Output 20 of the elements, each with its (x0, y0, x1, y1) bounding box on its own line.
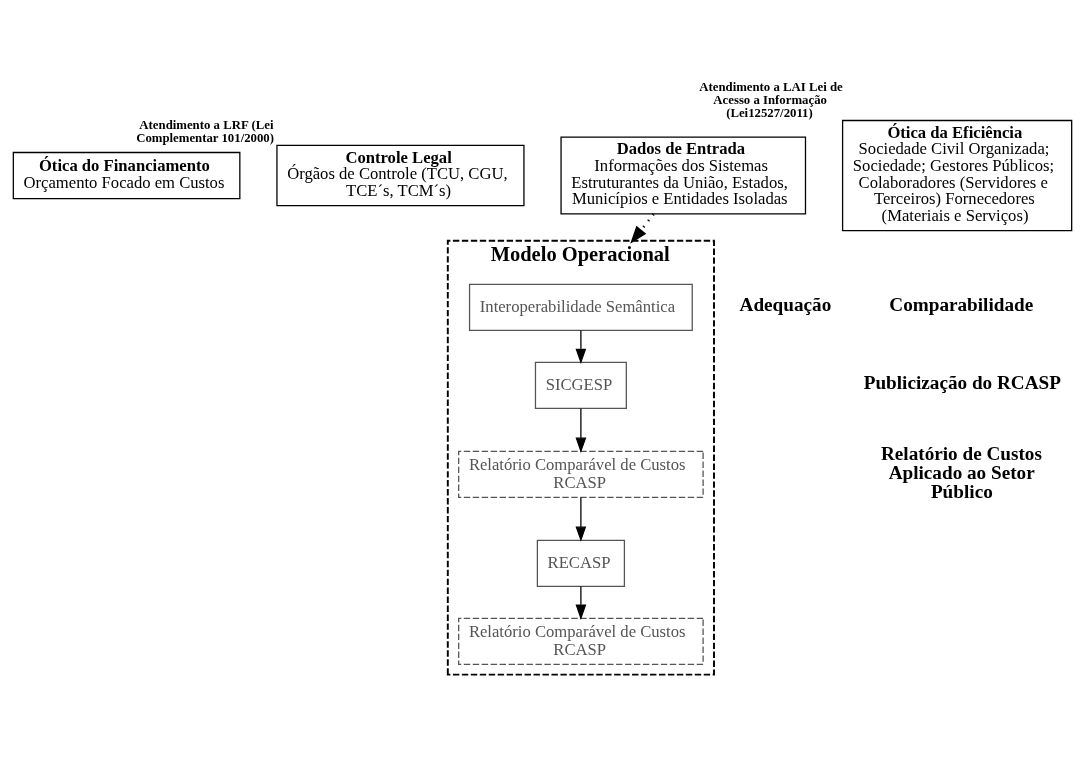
node-box: Relatório Comparável de Custos RCASP (458, 450, 704, 499)
label: Publicização do RCASP (863, 371, 1061, 393)
arrow (575, 585, 587, 620)
node-box: SICGESP (534, 361, 627, 410)
node-box: Controle Legal Órgãos de Controle (TCU, CGU, TCE´s, TCM´s) (276, 144, 525, 207)
label: Relatório de Custos Aplicado ao Setor Público (880, 442, 1042, 503)
node-label: Atendimento a LRF (Lei Complementar 101/2000) (136, 117, 275, 145)
node-box: Relatório Comparável de Custos RCASP (458, 617, 704, 666)
node-box: RECASP (536, 539, 626, 587)
arrow (630, 213, 655, 244)
arrow (575, 496, 587, 542)
label: Adequação (739, 293, 832, 315)
node-box: Ótica do Financiamento Orçamento Focado em Custos (12, 151, 241, 200)
node-label: Atendimento a LAI Lei de Acesso a Informação (Lei12527/2011) (699, 80, 843, 120)
node-box: Ótica da Eficiência Sociedade Civil Organizada; Sociedade; Gestores Públicos; Colaboradores (Servidores e Terceiros) Fornecedores (Materiais e Serviços) (841, 119, 1073, 232)
node-box: Dados de Entrada Informações dos Sistemas Estruturantes da União, Estados, Municípios e Entidades Isoladas (560, 136, 807, 215)
arrow (575, 329, 587, 365)
node-box: Interoperabilidade Semântica (468, 283, 693, 332)
arrow (575, 407, 587, 453)
label: Comparabilidade (889, 293, 1034, 315)
